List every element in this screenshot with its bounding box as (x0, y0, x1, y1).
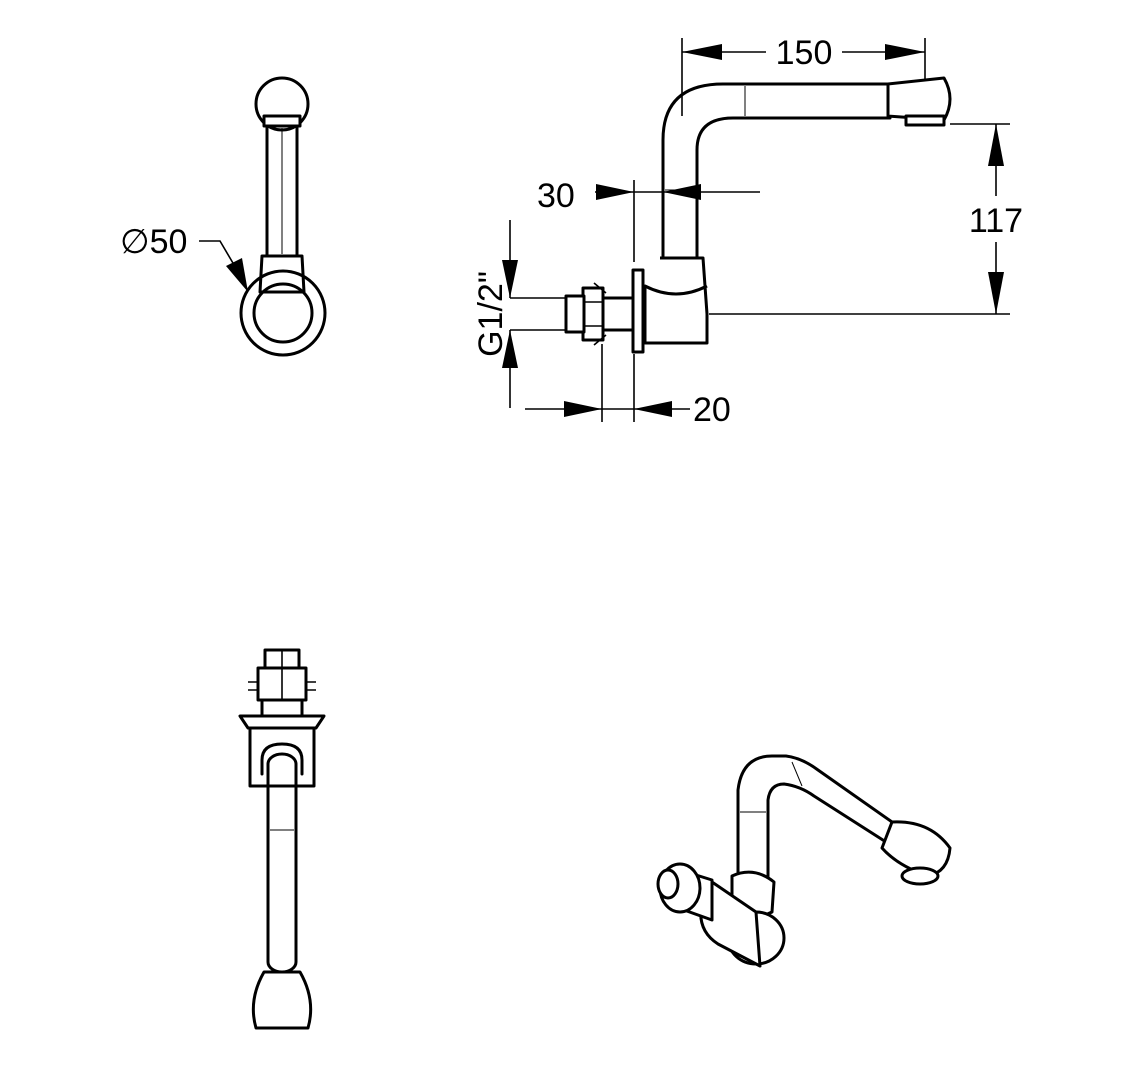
thread-value: G1/2" (472, 271, 510, 357)
side-view (564, 76, 952, 354)
front-view (239, 76, 327, 357)
spout-nozzle-side (886, 76, 952, 122)
wall-flange-front (239, 269, 327, 357)
isometric-view (656, 754, 952, 968)
svg-text:∅50: ∅50 (120, 223, 187, 261)
iso-spout-nozzle (880, 820, 952, 878)
depth-dimension: 20 (525, 344, 731, 429)
nozzle-aerator-side (904, 114, 946, 127)
iso-connector-nut (656, 868, 680, 900)
diameter-symbol: ∅ (120, 223, 150, 261)
depth-value: 20 (693, 391, 731, 429)
height-dimension: 117 (709, 123, 1023, 315)
threaded-shank (600, 296, 635, 332)
height-value: 117 (969, 202, 1023, 240)
iso-spout-inner (766, 782, 888, 882)
diameter-value: 50 (150, 223, 188, 261)
valve-body-top (248, 726, 316, 788)
diameter-dimension: ∅50 (120, 223, 248, 292)
offset-value: 30 (537, 177, 575, 215)
connector-nut (564, 294, 586, 334)
reach-dimension: 150 (681, 34, 926, 116)
reach-value: 150 (776, 34, 833, 72)
top-view (238, 648, 326, 1030)
socket-top (260, 742, 304, 776)
iso-aerator (900, 866, 940, 886)
offset-dimension: 30 (537, 177, 760, 262)
flange-bore-front (252, 282, 314, 344)
lock-nut (581, 286, 605, 342)
threaded-shank-top (260, 698, 304, 718)
iso-spout-outer (736, 754, 894, 882)
wall-flange-top (238, 714, 326, 730)
thread-dimension: G1/2" (472, 220, 566, 408)
diameter-arrow (226, 258, 248, 292)
spout-pipe-inner (695, 116, 892, 260)
spout-nozzle-top (251, 970, 313, 1030)
spout-pipe-outer (661, 82, 892, 260)
valve-body-side (643, 256, 709, 345)
fixing-clip (593, 282, 607, 346)
